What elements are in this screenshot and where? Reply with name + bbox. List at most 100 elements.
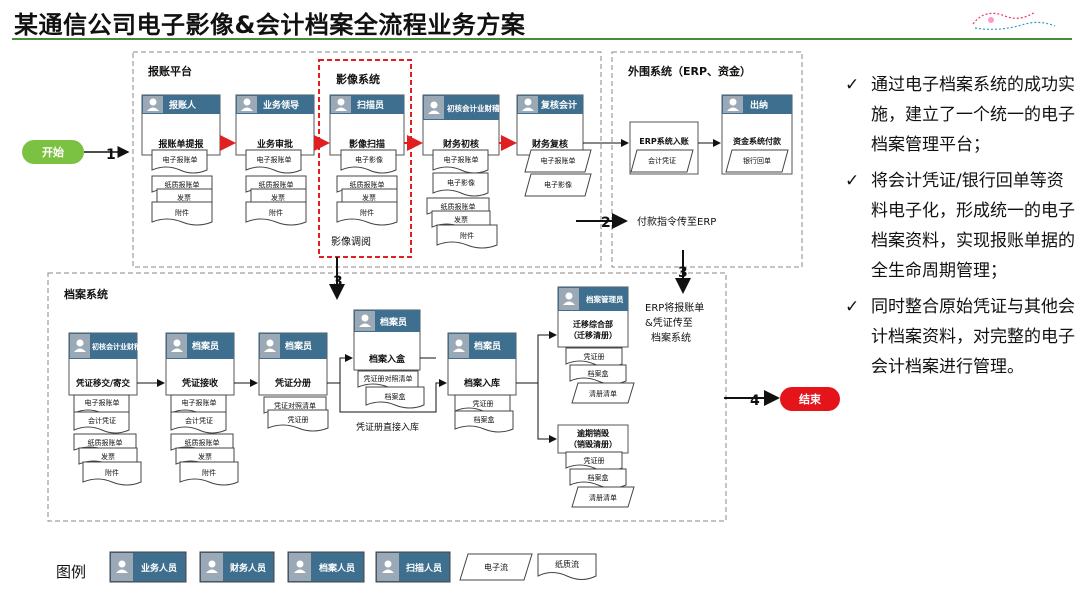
- role-reviewer2: 复核会计: [540, 99, 577, 111]
- legend-archivist-label: 档案人员: [319, 562, 355, 574]
- imaging-call-label: 影像调阅: [331, 235, 371, 248]
- arrow-to-destroy: [537, 383, 557, 443]
- doc-paper-bill: 纸质报账单: [259, 180, 294, 189]
- doc-bank-slip: 银行回单: [725, 149, 789, 173]
- doc-invoice: 发票: [362, 193, 376, 202]
- doc-stack-migrate: 凭证册 档案盒 清册清单: [565, 347, 635, 404]
- step-receive-label: 凭证接收: [181, 377, 218, 389]
- doc-invoice: 发票: [454, 215, 468, 224]
- start-label: 开始: [42, 145, 64, 159]
- doc-attachment: 附件: [105, 468, 119, 477]
- step-split: 档案员 凭证分册: [258, 332, 328, 396]
- doc-stack-second-review: 电子报账单 电子影像: [524, 149, 592, 197]
- step-erp-post-label: ERP系统入账: [639, 136, 689, 146]
- legend-paperflow-shape: [537, 553, 597, 580]
- section-external-label: 外围系统（ERP、资金）: [627, 64, 751, 78]
- role-clerk-receive: 档案员: [192, 340, 219, 352]
- doc-attachment: 附件: [460, 231, 474, 240]
- step-submit: 报账人 报账单提报: [141, 94, 221, 156]
- step-migrate-line1: 迁移综合部: [573, 319, 613, 329]
- doc-voucher: 会计凭证: [648, 156, 676, 165]
- role-applicant: 报账人: [169, 99, 197, 111]
- role-reviewer1-archive: 初核会计业财稽核: [92, 342, 148, 351]
- doc-stack-first-review: 电子报账单 电子影像 纸质报账单 发票 附件: [426, 149, 498, 249]
- step-submit-label: 报账单提报: [158, 138, 203, 150]
- doc-voucher: 会计凭证: [185, 416, 213, 425]
- doc-archive-box: 档案盒: [385, 392, 406, 401]
- bullet-list: ✓ 通过电子档案系统的成功实施，建立了一个统一的电子档案管理平台； ✓ 将会计凭…: [845, 70, 1077, 388]
- bullet-text: 将会计凭证/银行回单等资料电子化，形成统一的电子档案资料，实现报账单据的全生命周…: [871, 171, 1075, 281]
- doc-stack-destroy: 凭证册 档案盒 清册清单: [565, 451, 635, 508]
- bullet-text: 同时整合原始凭证与其他会计档案资料，对完整的电子会计档案进行管理。: [871, 297, 1075, 377]
- step-store-in: 档案员 档案入盒: [353, 309, 421, 371]
- doc-attachment: 附件: [202, 468, 216, 477]
- step-scan-label: 影像扫描: [349, 138, 385, 150]
- bullet-item: ✓ 同时整合原始凭证与其他会计档案资料，对完整的电子会计档案进行管理。: [845, 292, 1077, 382]
- doc-invoice: 发票: [177, 193, 191, 202]
- doc-erp-voucher: 会计凭证: [630, 149, 694, 173]
- doc-attachment: 附件: [175, 208, 189, 217]
- role-reviewer1: 初核会计业财稽核: [447, 103, 507, 113]
- role-clerk-shelve: 档案员: [474, 340, 501, 352]
- company-logo-icon: [972, 11, 1056, 30]
- step-split-label: 凭证分册: [274, 377, 311, 389]
- legend-scanner: 扫描人员: [375, 551, 451, 583]
- doc-invoice: 发票: [101, 452, 115, 461]
- doc-invoice: 发票: [271, 193, 285, 202]
- doc-handover-list: 清册清单: [589, 493, 617, 502]
- doc-voucher-book: 凭证册: [473, 399, 494, 408]
- doc-stack-split: 凭证对照清单 凭证册: [263, 396, 329, 432]
- step-number-2: 2: [601, 215, 611, 231]
- role-clerk-store: 档案员: [380, 316, 407, 328]
- doc-e-bill: 电子报账单: [182, 398, 217, 407]
- doc-stack-scan: 电子影像 纸质报账单 发票 附件: [336, 149, 398, 226]
- doc-voucher-book: 凭证册: [584, 456, 605, 465]
- end-label: 结束: [798, 392, 822, 406]
- role-leader: 业务领导: [263, 99, 299, 111]
- doc-handover-list: 清册清单: [589, 389, 617, 398]
- doc-archive-box: 档案盒: [588, 473, 609, 482]
- doc-e-image: 电子影像: [355, 155, 383, 164]
- arrow-to-migrate: [516, 331, 557, 384]
- doc-voucher-book: 凭证册: [288, 415, 309, 424]
- doc-paper-bill: 纸质报账单: [441, 202, 476, 211]
- doc-voucher-list: 凭证对照清单: [274, 401, 316, 410]
- direct-store-label: 凭证册直接入库: [356, 421, 419, 433]
- legend-eflow-label: 电子流: [484, 562, 508, 572]
- doc-stack-receive: 电子报账单 会计凭证 纸质报账单 发票 附件: [170, 394, 239, 486]
- step-transfer-label: 凭证移交/寄交: [75, 378, 131, 389]
- section-archive-label: 档案系统: [64, 287, 108, 301]
- doc-paper-bill: 纸质报账单: [88, 438, 123, 447]
- end-node: [780, 387, 840, 411]
- title-divider: [12, 38, 1072, 40]
- role-scanner: 扫描员: [357, 99, 384, 111]
- step-number-1: 1: [106, 147, 116, 163]
- legend-business: 业务人员: [109, 551, 187, 583]
- doc-e-image: 电子影像: [544, 180, 572, 189]
- doc-e-bill: 电子报账单: [444, 155, 479, 164]
- arrow-to-store-in: [339, 354, 353, 383]
- doc-voucher: 会计凭证: [88, 416, 116, 425]
- role-cashier: 出纳: [750, 99, 768, 111]
- step-second-review: 复核会计 财务复核: [516, 94, 584, 156]
- legend: 业务人员 财务人员 档案人员 扫描人员 电子流 纸质流: [109, 551, 597, 583]
- step-approve: 业务领导 业务审批: [235, 94, 315, 156]
- pay-to-erp-label: 付款指令传至ERP: [637, 215, 716, 228]
- doc-stack-store-in: 凭证册对照清单 档案盒: [357, 370, 425, 409]
- step-first-review-label: 财务初核: [442, 138, 479, 150]
- step-store-in-label: 档案入盒: [369, 353, 406, 365]
- step-second-review-label: 财务复核: [531, 138, 568, 150]
- step-number-3-right: 3: [678, 265, 688, 281]
- step-first-review: 初核会计业财稽核 财务初核: [422, 94, 507, 156]
- doc-stack-shelve: 凭证册 档案盒: [454, 394, 514, 433]
- doc-e-bill: 电子报账单: [257, 155, 292, 164]
- step-destroy-line1: 逾期销毁: [577, 428, 610, 438]
- step-scan: 扫描员 影像扫描: [329, 94, 405, 156]
- check-icon: ✓: [845, 75, 860, 95]
- role-clerk2: 档案管理员: [586, 294, 624, 304]
- step-number-3-left: 3: [333, 274, 343, 290]
- erp-note-line3: 档案系统: [651, 331, 691, 344]
- role-clerk-split: 档案员: [285, 340, 312, 352]
- step-destroy: 逾期销毁 （销毁清册）: [557, 424, 629, 454]
